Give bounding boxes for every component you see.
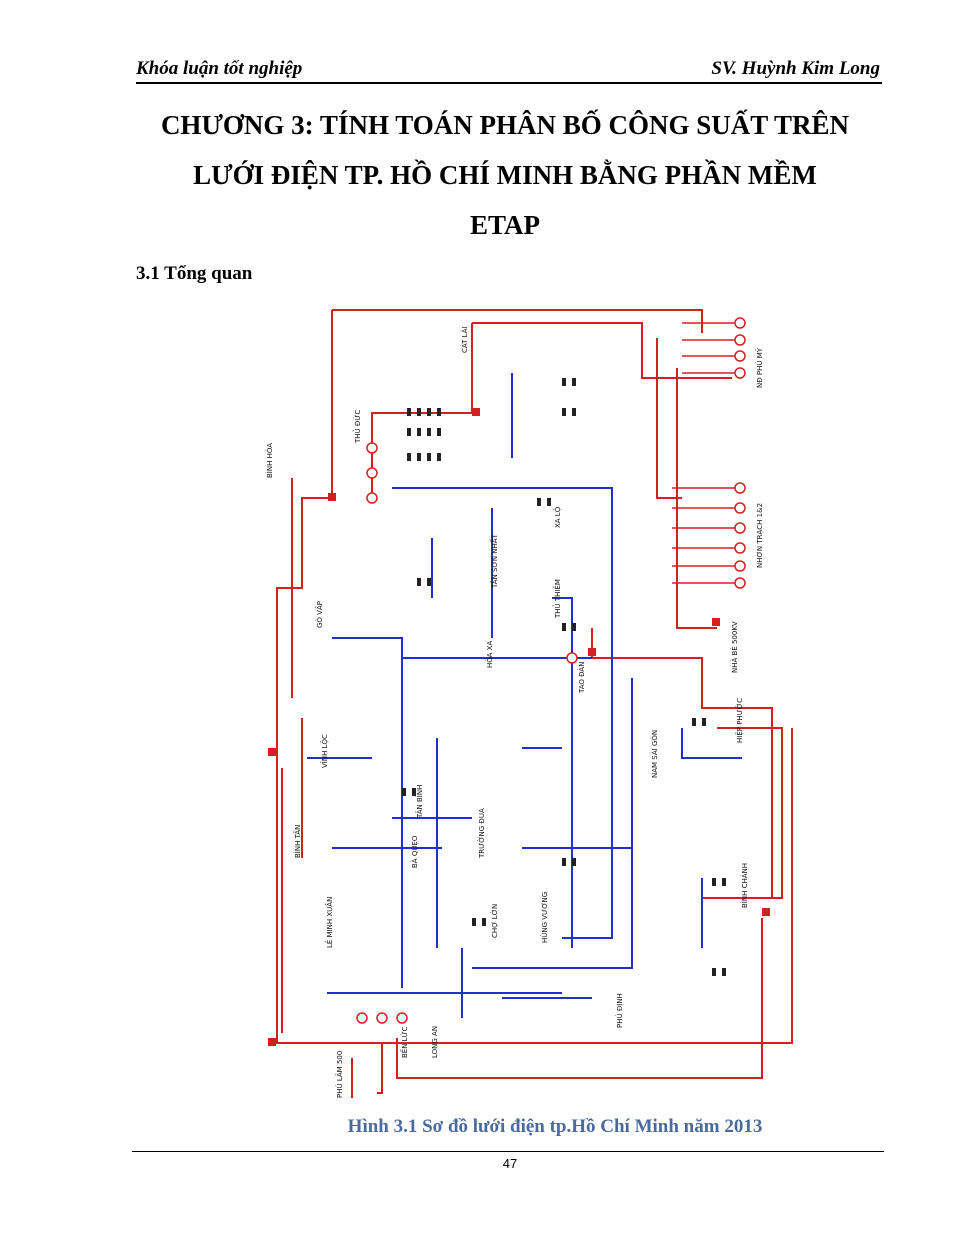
label-tan-son-nhat: TÂN SƠN NHẤT <box>489 533 499 589</box>
red-220kv-lines <box>276 309 793 1098</box>
bus-number-markers <box>268 408 770 1046</box>
label-phu-my: NĐ PHÚ MỸ <box>755 347 764 388</box>
label-le-minh-xuan: LÊ MINH XUÂN <box>325 897 334 948</box>
label-thu-thiem: THỦ THIÊM <box>552 579 562 619</box>
label-ba-queo: BÀ QUẸO <box>410 835 419 868</box>
chapter-title-line-3: ETAP <box>469 210 540 240</box>
label-ben-luc: BẾN LỨC <box>399 1026 409 1058</box>
page-number: 47 <box>502 1156 518 1171</box>
header-divider <box>136 82 882 84</box>
blue-110kv-lines <box>307 373 742 1018</box>
footer-divider <box>132 1151 884 1152</box>
label-cho-lon: CHỢ LỚN <box>490 904 499 938</box>
label-hung-vuong: HÙNG VƯƠNG <box>540 892 549 943</box>
label-nhon-trach: NHƠN TRẠCH 1&2 <box>756 503 764 568</box>
label-hiep-phuoc: HIỆP PHƯỚC <box>735 698 744 743</box>
label-xa-lo: XA LỘ <box>553 506 562 528</box>
substation-breakers <box>402 378 726 976</box>
section-heading: 3.1 Tổng quan <box>136 263 253 284</box>
chapter-title-line-1: CHƯƠNG 3: TÍNH TOÁN PHÂN BỐ CÔNG SUẤT TR… <box>160 110 850 140</box>
header-student-name: SV. Huỳnh Kim Long <box>711 58 880 79</box>
label-binh-hoa: BÌNH HÒA <box>265 443 274 478</box>
label-phu-dinh: PHÚ ĐỊNH <box>615 993 624 1028</box>
label-cat-lai: CÁT LÁI <box>460 326 469 353</box>
label-long-an: LONG AN <box>431 1026 439 1058</box>
page-header: Khóa luận tốt nghiệp SV. Huỳnh Kim Long <box>136 58 880 84</box>
label-phu-lam: PHÚ LÂM 500 <box>335 1051 344 1098</box>
label-binh-tan: BÌNH TÂN <box>293 825 302 858</box>
label-tao-dan: TAO ĐÀN <box>577 662 586 694</box>
generator-group-nhon-trach <box>672 482 746 589</box>
transformer-symbols <box>356 442 578 1024</box>
chapter-title: CHƯƠNG 3: TÍNH TOÁN PHÂN BỐ CÔNG SUẤT TR… <box>100 100 910 250</box>
label-nha-be: NHÀ BÈ 500KV <box>730 621 739 673</box>
label-binh-chanh: BÌNH CHÁNH <box>740 863 749 908</box>
label-tan-binh: TÂN BÌNH <box>415 785 424 819</box>
label-go-vap: GÒ VẤP <box>314 601 324 628</box>
header-thesis-label: Khóa luận tốt nghiệp <box>136 58 303 79</box>
figure-caption: Hình 3.1 Sơ đồ lưới điện tp.Hồ Chí Minh … <box>347 1116 763 1137</box>
station-labels: CÁT LÁI THỦ ĐỨC BÌNH HÒA GÒ VẤP HÒA XA T… <box>265 326 764 1098</box>
chapter-title-line-2: LƯỚI ĐIỆN TP. HỒ CHÍ MINH BẰNG PHẦN MỀM <box>193 160 817 190</box>
label-nam-sai-gon: NAM SÀI GÒN <box>650 730 659 778</box>
generator-group-phu-my <box>682 317 746 379</box>
power-grid-diagram: CÁT LÁI THỦ ĐỨC BÌNH HÒA GÒ VẤP HÒA XA T… <box>265 309 793 1098</box>
label-thu-duc: THỦ ĐỨC <box>352 410 362 444</box>
label-truong-dua: TRƯỜNG ĐUA <box>477 808 486 859</box>
label-hoa-xa: HÒA XA <box>485 641 494 668</box>
label-vinh-loc: VĨNH LỘC <box>320 734 329 768</box>
